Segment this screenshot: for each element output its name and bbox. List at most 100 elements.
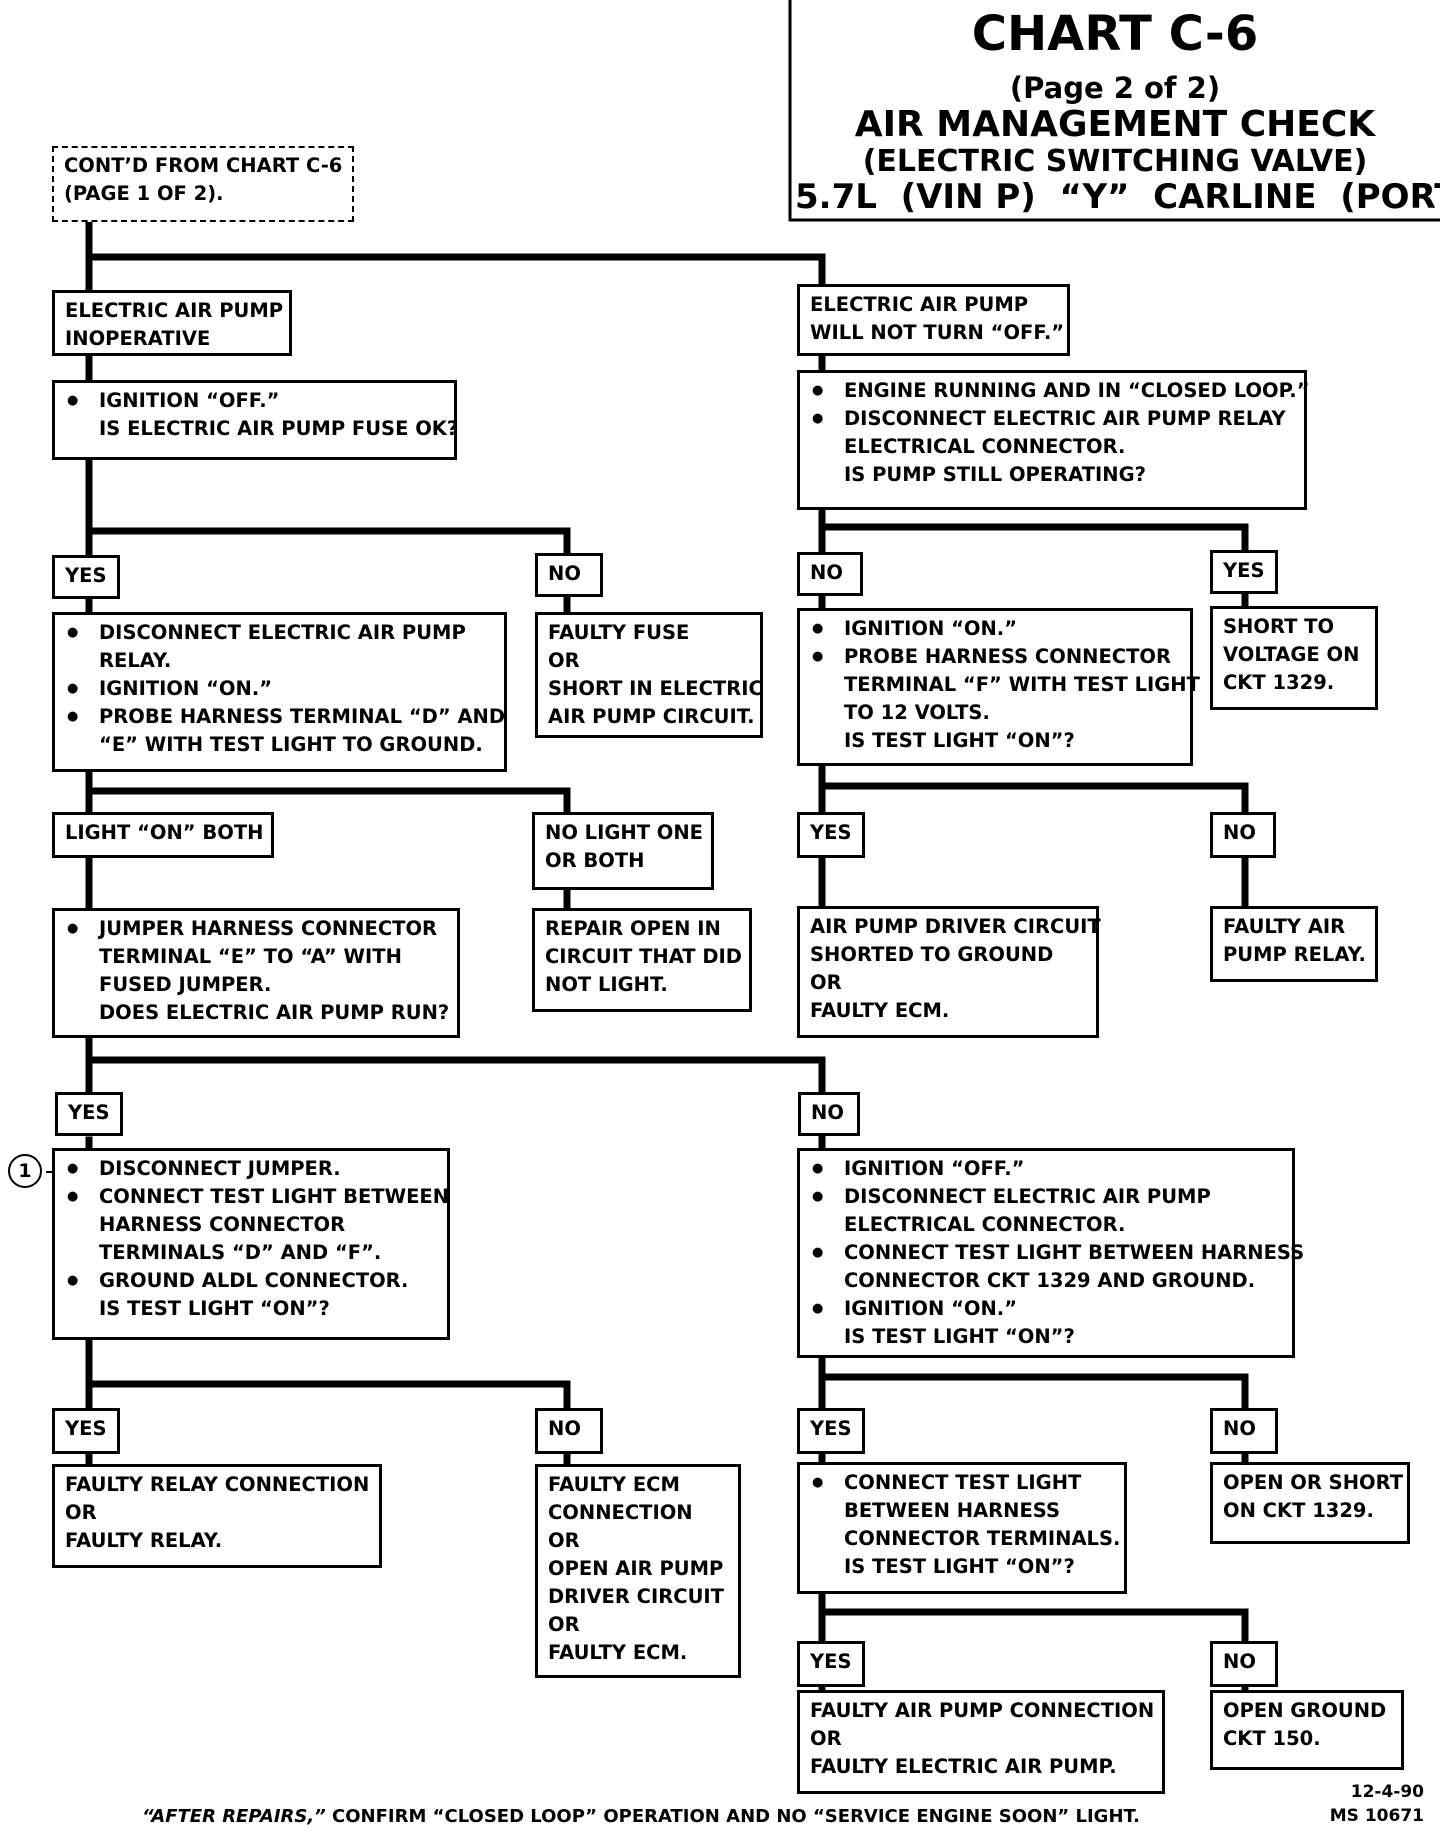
step-line: RELAY. xyxy=(99,649,172,672)
result-line: OR xyxy=(810,1727,842,1750)
answer-label: NO xyxy=(1223,1650,1256,1673)
step-line: IS TEST LIGHT “ON”? xyxy=(844,1325,1075,1348)
document-code: MS 10671 xyxy=(1329,1806,1424,1826)
result-faulty-pump: FAULTY AIR PUMP CONNECTION OR FAULTY ELE… xyxy=(797,1690,1165,1794)
condition-line: INOPERATIVE xyxy=(65,327,211,350)
answer-yes: YES xyxy=(797,1408,865,1454)
answer-label: NO xyxy=(1223,821,1256,844)
answer-label: YES xyxy=(810,1417,852,1440)
step-bullet: DISCONNECT JUMPER. xyxy=(65,1155,437,1183)
result-line: FAULTY FUSE xyxy=(548,621,690,644)
check-relay-terminals: DISCONNECT ELECTRIC AIR PUMP RELAY. IGNI… xyxy=(52,612,507,772)
condition-line: WILL NOT TURN “OFF.” xyxy=(810,321,1065,344)
answer-label: NO xyxy=(548,1417,581,1440)
answer-yes: YES xyxy=(52,1408,120,1454)
answer-label: YES xyxy=(1223,559,1265,582)
answer-no: NO xyxy=(1210,1641,1278,1687)
result-line: OR xyxy=(65,1501,97,1524)
step-line: TERMINAL “E” TO “A” WITH xyxy=(99,945,402,968)
chart-number: CHART C-6 xyxy=(971,6,1259,62)
check-ckt-1329: IGNITION “OFF.” DISCONNECT ELECTRIC AIR … xyxy=(797,1148,1304,1358)
step-bullet: DISCONNECT ELECTRIC AIR PUMP xyxy=(65,619,494,647)
result-line: FAULTY AIR PUMP CONNECTION xyxy=(810,1699,1155,1722)
result-line: SHORT TO xyxy=(1223,615,1335,638)
result-faulty-relay: FAULTY RELAY CONNECTION OR FAULTY RELAY. xyxy=(52,1464,382,1568)
step-bullet: JUMPER HARNESS CONNECTOR xyxy=(65,915,447,943)
result-line: VOLTAGE ON xyxy=(1223,643,1360,666)
answer-no: NO xyxy=(797,552,863,596)
result-open-ground-150: OPEN GROUND CKT 150. xyxy=(1210,1690,1404,1770)
condition-pump-inoperative: ELECTRIC AIR PUMP INOPERATIVE xyxy=(52,290,292,356)
result-line: FAULTY ECM. xyxy=(548,1641,688,1664)
step-bullet: CONNECT TEST LIGHT BETWEEN xyxy=(65,1183,449,1211)
step-bullet: PROBE HARNESS CONNECTOR xyxy=(810,643,1180,671)
revision-block: 12-4-90 MS 10671 xyxy=(1290,1780,1424,1828)
footer-note: “AFTER REPAIRS,” CONFIRM “CLOSED LOOP” O… xyxy=(142,1806,1140,1827)
footer-emphasis: “AFTER REPAIRS,” xyxy=(142,1806,326,1827)
answer-label: OR BOTH xyxy=(545,849,645,872)
step-line: ELECTRICAL CONNECTOR. xyxy=(844,435,1126,458)
step-line: TERMINAL “F” WITH TEST LIGHT xyxy=(844,673,1200,696)
step-bullet: CONNECT TEST LIGHT BETWEEN HARNESS xyxy=(810,1239,1304,1267)
result-line: FAULTY ECM xyxy=(548,1473,680,1496)
step-line: CONNECTOR CKT 1329 AND GROUND. xyxy=(844,1269,1256,1292)
header-frame xyxy=(788,0,1440,222)
step-bullet: IGNITION “OFF.” xyxy=(810,1155,1282,1183)
step-line: IS TEST LIGHT “ON”? xyxy=(844,729,1075,752)
result-line: OPEN GROUND xyxy=(1223,1699,1387,1722)
step-line: TO 12 VOLTS. xyxy=(844,701,990,724)
result-line: FAULTY ECM. xyxy=(810,999,950,1022)
result-line: OR xyxy=(548,1613,580,1636)
answer-no: NO xyxy=(798,1092,860,1136)
result-line: REPAIR OPEN IN xyxy=(545,917,721,940)
step-bullet: DISCONNECT ELECTRIC AIR PUMP xyxy=(810,1183,1282,1211)
start-line: (PAGE 1 OF 2). xyxy=(64,182,224,205)
step-bullet: IGNITION “ON.” xyxy=(810,1295,1282,1323)
check-test-light-df: DISCONNECT JUMPER. CONNECT TEST LIGHT BE… xyxy=(52,1148,450,1340)
result-line: AIR PUMP DRIVER CIRCUIT xyxy=(810,915,1101,938)
step-line: TERMINALS “D” AND “F”. xyxy=(99,1241,382,1264)
answer-light-on-both: LIGHT “ON” BOTH xyxy=(52,812,274,858)
step-line: ELECTRICAL CONNECTOR. xyxy=(844,1213,1126,1236)
result-repair-open: REPAIR OPEN IN CIRCUIT THAT DID NOT LIGH… xyxy=(532,908,752,1012)
result-line: FAULTY AIR xyxy=(1223,915,1346,938)
result-short-to-voltage: SHORT TO VOLTAGE ON CKT 1329. xyxy=(1210,606,1378,710)
result-line: CONNECTION xyxy=(548,1501,693,1524)
step-bullet: GROUND ALDL CONNECTOR. xyxy=(65,1267,437,1295)
check-fuse: IGNITION “OFF.” IS ELECTRIC AIR PUMP FUS… xyxy=(52,380,459,460)
answer-label: YES xyxy=(810,821,852,844)
check-terminal-f: IGNITION “ON.” PROBE HARNESS CONNECTOR T… xyxy=(797,608,1200,766)
result-line: FAULTY RELAY. xyxy=(65,1529,223,1552)
result-line: AIR PUMP CIRCUIT. xyxy=(548,705,755,728)
start-box: CONT’D FROM CHART C-6 (PAGE 1 OF 2). xyxy=(52,146,354,222)
footer-text: CONFIRM “CLOSED LOOP” OPERATION AND NO “… xyxy=(325,1806,1140,1827)
result-line: OR xyxy=(548,1529,580,1552)
result-line: OPEN AIR PUMP xyxy=(548,1557,724,1580)
step-line: CONNECTOR TERMINALS. xyxy=(844,1527,1121,1550)
step-line: IS ELECTRIC AIR PUMP FUSE OK? xyxy=(99,417,459,440)
result-line: CIRCUIT THAT DID xyxy=(545,945,742,968)
step-line: FUSED JUMPER. xyxy=(99,973,272,996)
result-line: OR xyxy=(548,649,580,672)
answer-no-light: NO LIGHT ONE OR BOTH xyxy=(532,812,714,890)
answer-yes: YES xyxy=(797,812,865,858)
answer-label: NO LIGHT ONE xyxy=(545,821,703,844)
result-line: FAULTY ELECTRIC AIR PUMP. xyxy=(810,1755,1117,1778)
answer-yes: YES xyxy=(55,1092,123,1136)
result-line: OR xyxy=(810,971,842,994)
answer-yes: YES xyxy=(1210,550,1278,594)
answer-no: NO xyxy=(535,1408,603,1454)
condition-line: ELECTRIC AIR PUMP xyxy=(810,293,1029,316)
result-line: CKT 150. xyxy=(1223,1727,1321,1750)
condition-line: ELECTRIC AIR PUMP xyxy=(65,299,284,322)
result-line: PUMP RELAY. xyxy=(1223,943,1366,966)
step-bullet: ENGINE RUNNING AND IN “CLOSED LOOP.” xyxy=(810,377,1310,405)
result-faulty-ecm-connection: FAULTY ECM CONNECTION OR OPEN AIR PUMP D… xyxy=(535,1464,741,1678)
step-bullet: CONNECT TEST LIGHT xyxy=(810,1469,1114,1497)
step-bullet: PROBE HARNESS TERMINAL “D” AND xyxy=(65,703,505,731)
step-line: IS TEST LIGHT “ON”? xyxy=(844,1555,1075,1578)
answer-no: NO xyxy=(1210,812,1276,858)
result-line: SHORT IN ELECTRIC xyxy=(548,677,763,700)
step-line: “E” WITH TEST LIGHT TO GROUND. xyxy=(99,733,483,756)
